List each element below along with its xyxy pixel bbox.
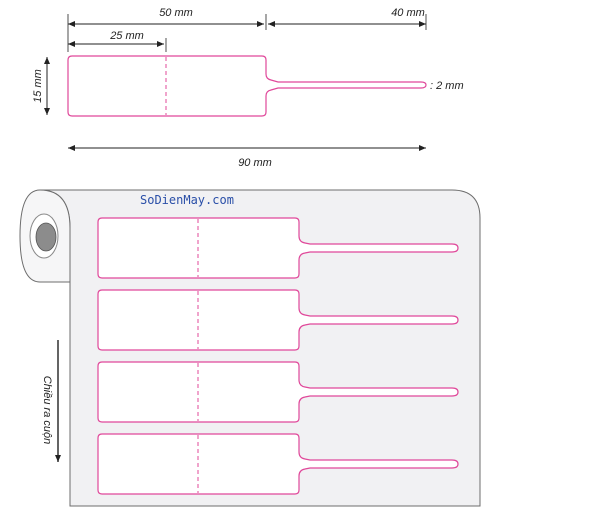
roll-core-hole: [35, 222, 57, 252]
roll-label-1: [97, 217, 459, 279]
roll-labels: [97, 217, 459, 495]
dim-half-width: 25 mm: [109, 30, 144, 42]
roll-label-2: [97, 289, 459, 351]
unwind-direction-label: Chiều ra cuộn: [41, 376, 53, 445]
dim-total-length: 90 mm: [238, 157, 272, 169]
dim-stem-length: 40 mm: [391, 7, 425, 19]
dimension-drawing: 50 mm 40 mm 25 mm 15 mm : 2 mm 90 mm: [32, 7, 464, 169]
dim-top-width: 50 mm: [159, 7, 193, 19]
dim-height: 15 mm: [32, 69, 44, 103]
dim-stem-width: : 2 mm: [430, 80, 464, 92]
label-outline: [67, 55, 427, 117]
label-roll: SoDienMay.com Chiều ra cuộn: [19, 189, 481, 507]
watermark-logo: SoDienMay.com: [140, 193, 234, 207]
roll-label-3: [97, 361, 459, 423]
roll-label-4: [97, 433, 459, 495]
